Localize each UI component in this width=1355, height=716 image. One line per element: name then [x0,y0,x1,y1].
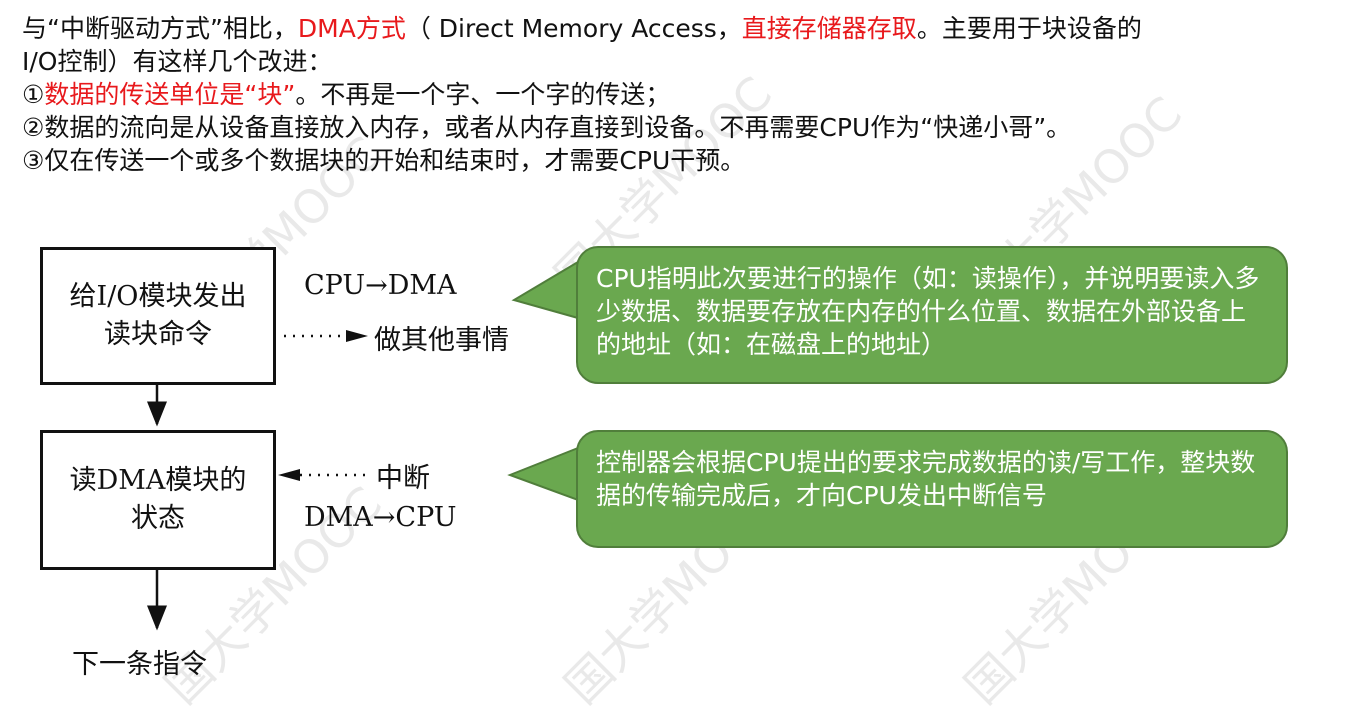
intro-line-2: I/O控制）有这样几个改进： [22,47,333,76]
intro-line-1: 与“中断驱动方式”相比，DMA方式（ Direct Memory Access，… [22,12,1342,45]
intro-text-span: 与“中断驱动方式”相比， [22,14,298,43]
callout-controller-completes: 控制器会根据CPU提出的要求完成数据的读/写工作，整块数据的传输完成后，才向CP… [576,430,1288,548]
point-1: ①数据的传送单位是“块”。不再是一个字、一个字的传送； [22,78,1342,111]
intro-text-span: （ Direct Memory Access， [405,14,742,43]
next-instruction: 下一条指令 [72,649,207,680]
label-cpu-to-dma: CPU→DMA [304,270,457,301]
point-2: ②数据的流向是从设备直接放入内存，或者从内存直接到设备。不再需要CPU作为“快递… [22,113,1072,142]
dma-definition: 直接存储器存取 [741,14,917,43]
dotted-arrow-left-head [278,469,300,481]
point-number: ① [22,80,45,109]
point-1-rest: 。不再是一个字、一个字的传送； [295,80,671,109]
dma-term: DMA方式 [297,14,406,43]
point-3: ③仅在传送一个或多个数据块的开始和结束时，才需要CPU干预。 [22,146,746,175]
dotted-arrow-right-head [346,330,368,342]
box-label: 读块命令 [104,319,212,350]
label-interrupt: 中断 [376,463,430,494]
issue-read-command-box: 给I/O模块发出 读块命令 [40,247,276,385]
read-dma-status-box: 读DMA模块的 状态 [40,430,276,570]
box-label: 状态 [131,503,185,534]
callout-cpu-instructs: CPU指明此次要进行的操作（如：读操作），并说明要读入多少数据、数据要存放在内存… [576,246,1288,384]
label-do-other-work: 做其他事情 [374,325,509,356]
callout-2-pointer [507,446,579,502]
label-dma-to-cpu: DMA→CPU [304,502,457,533]
intro-text: 与“中断驱动方式”相比，DMA方式（ Direct Memory Access，… [22,12,1342,177]
intro-text-span: 。主要用于块设备的 [916,14,1142,43]
box-label: 读DMA模块的 [69,465,247,496]
point-1-highlight: 数据的传送单位是“块” [44,80,296,109]
callout-1-pointer [511,260,579,320]
box-label: 给I/O模块发出 [69,281,247,312]
